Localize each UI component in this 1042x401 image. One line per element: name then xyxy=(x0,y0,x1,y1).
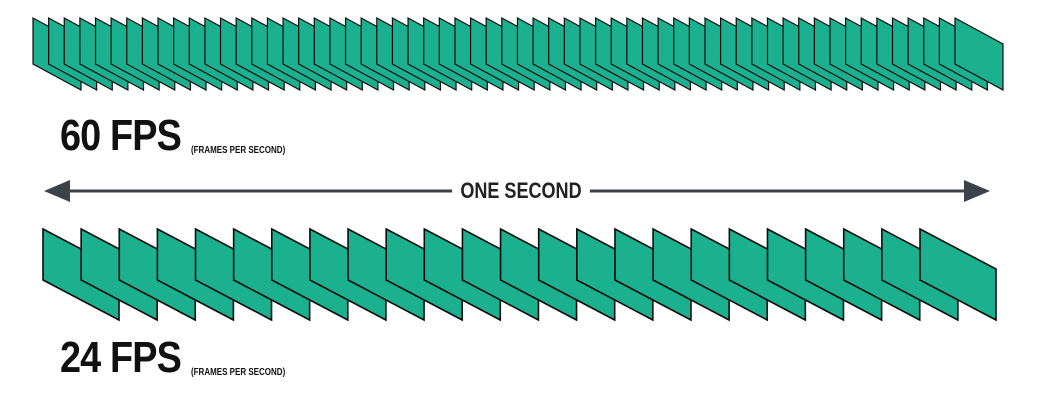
frames-60-fps-strip xyxy=(32,16,1004,92)
fps-24-value: 24 FPS xyxy=(60,333,182,382)
fps-60-value: 60 FPS xyxy=(60,111,182,160)
fps-24-label: 24 FPS (FRAMES PER SECOND) xyxy=(60,336,309,380)
arrow-right-head xyxy=(964,180,990,202)
frames-24-fps-strip xyxy=(42,227,997,322)
one-second-arrow xyxy=(44,180,990,202)
fps-60-label: 60 FPS (FRAMES PER SECOND) xyxy=(60,114,309,158)
arrow-left-head xyxy=(44,180,70,202)
fps-24-frame xyxy=(919,227,997,322)
fps-60-sublabel: (FRAMES PER SECOND) xyxy=(190,145,285,156)
fps-60-frame xyxy=(954,16,1004,92)
fps-24-sublabel: (FRAMES PER SECOND) xyxy=(190,367,285,378)
